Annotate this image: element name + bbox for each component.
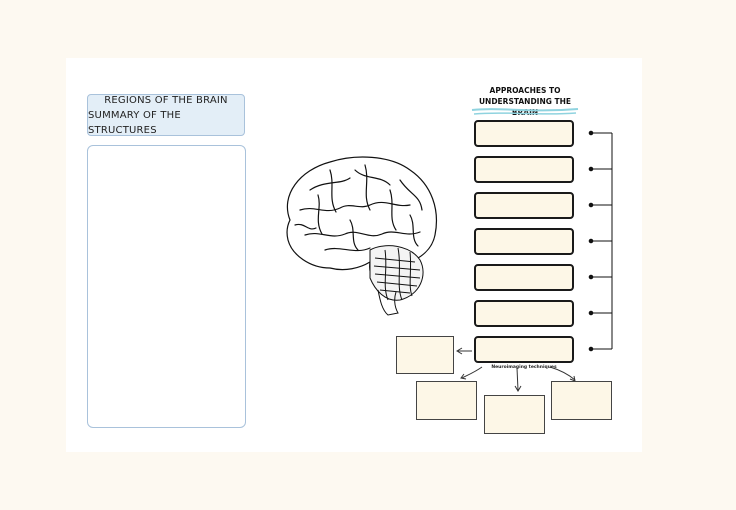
approach-box-3[interactable]: [474, 192, 574, 219]
summary-text-box[interactable]: [87, 145, 246, 428]
approaches-bracket: [588, 130, 613, 352]
approach-box-1[interactable]: [474, 120, 574, 147]
neuroimaging-box-2[interactable]: [416, 381, 477, 420]
neuroimaging-box-3[interactable]: [484, 395, 545, 434]
regions-title-box: REGIONS OF THE BRAIN SUMMARY OF THE STRU…: [87, 94, 245, 136]
approach-box-2[interactable]: [474, 156, 574, 183]
regions-title-line2: SUMMARY OF THE STRUCTURES: [88, 109, 181, 136]
regions-title-line1: REGIONS OF THE BRAIN: [104, 94, 228, 106]
approaches-title-line2: UNDERSTANDING THE BRAIN: [478, 97, 572, 117]
approach-box-4[interactable]: [474, 228, 574, 255]
neuroimaging-label: Neuroimaging techniques: [491, 365, 557, 370]
approach-box-5[interactable]: [474, 264, 574, 291]
approaches-title: APPROACHES TO UNDERSTANDING THE BRAIN: [470, 85, 580, 118]
approaches-title-line1: APPROACHES TO: [489, 86, 561, 95]
approach-box-6[interactable]: [474, 300, 574, 327]
title-underline-wave: [471, 108, 579, 115]
neuroimaging-arrows: [456, 347, 576, 392]
approach-box-7[interactable]: [474, 336, 574, 363]
neuroimaging-box-4[interactable]: [551, 381, 612, 420]
brain-icon: [286, 156, 437, 316]
neuroimaging-box-1[interactable]: [396, 336, 454, 374]
